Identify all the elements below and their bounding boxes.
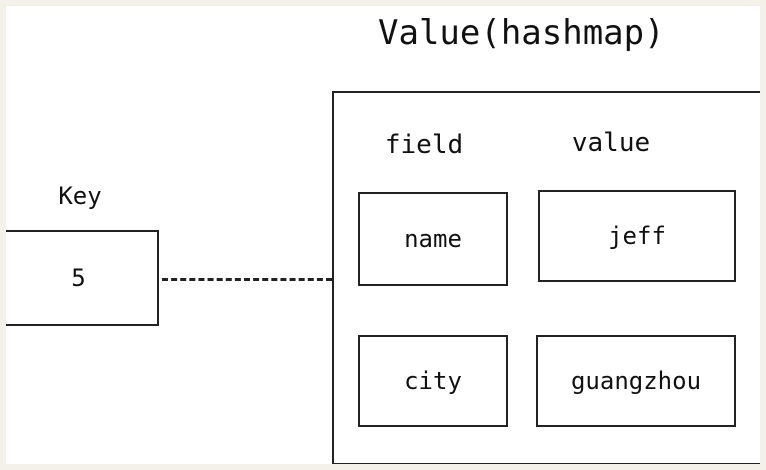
value-column-header: value xyxy=(571,128,651,158)
field-cell-text: name xyxy=(404,225,462,253)
field-cell-text: city xyxy=(404,367,462,395)
key-value: 5 xyxy=(71,264,86,292)
field-column-header: field xyxy=(384,130,464,160)
field-cell-city: city xyxy=(358,335,508,427)
value-cell-text: guangzhou xyxy=(570,367,702,395)
key-box: 5 xyxy=(0,230,159,326)
key-label: Key xyxy=(58,182,102,210)
key-to-value-connector xyxy=(162,278,332,281)
value-cell-guangzhou: guangzhou xyxy=(536,335,736,427)
value-cell-jeff: jeff xyxy=(538,190,736,282)
field-cell-name: name xyxy=(358,192,508,286)
hashmap-box: field value name jeff city guangzhou xyxy=(332,91,764,465)
value-cell-text: jeff xyxy=(608,222,666,250)
diagram-title: Value(hashmap) xyxy=(378,13,665,53)
